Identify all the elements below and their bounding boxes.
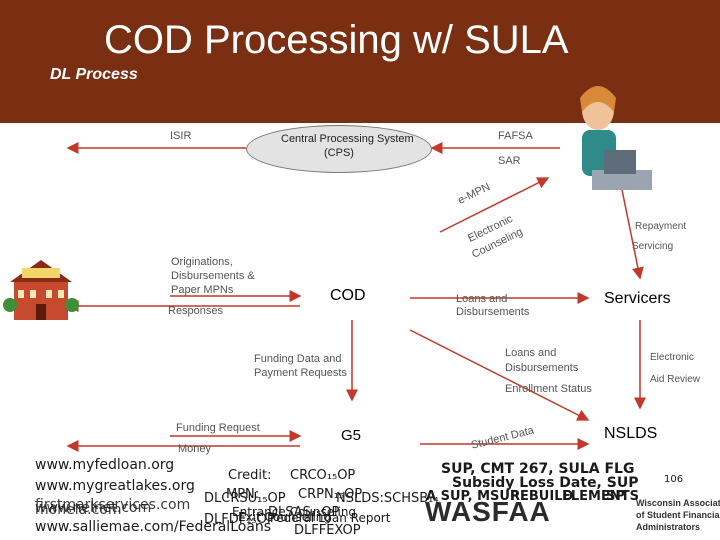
originations-line2: Disbursements &: [171, 270, 255, 282]
wasfaa-tagline-3: Administrators: [636, 522, 701, 532]
exit-counseling: Exit Counseling: [238, 510, 331, 524]
asup-msup: A SUP, MSUP: [426, 489, 520, 504]
page-number: 106: [664, 474, 684, 485]
url-mohela: mohela.com: [35, 502, 122, 518]
originations-line1: Originations,: [171, 256, 233, 268]
cps-label-line1: Central Processing System: [281, 133, 414, 145]
operator-icon: [580, 86, 652, 190]
nslds-sch-file: NSLDS:SCHSB₁₄: [336, 491, 439, 506]
wasfaa-logo: WASFAA: [425, 496, 551, 527]
funding-data-line2: Payment Requests: [254, 367, 347, 379]
servicing-label: Servicing: [632, 241, 674, 252]
cps-ellipse: [246, 125, 432, 173]
funding-request-label: Funding Request: [176, 422, 260, 434]
page-title: COD Processing w/ SULA: [104, 18, 569, 62]
college-icon: [3, 260, 79, 320]
dlcrs-file: DLCRSU₁₅OP: [204, 491, 286, 506]
loans-disbursements2-line2: Disbursements: [505, 362, 579, 374]
sp-label: SP: [606, 489, 625, 504]
fafsa-label: FAFSA: [498, 130, 533, 142]
crco-file: CRCO₁₅OP: [290, 468, 356, 483]
crpn-file: CRPN₁₅OP: [298, 487, 363, 502]
servicers-label: Servicers: [604, 290, 671, 307]
mpn-label: MPN:: [226, 487, 260, 502]
sar-label: SAR: [498, 155, 521, 167]
nslds-label: NSLDS: [604, 425, 658, 442]
url-mygreatlakes: www.mygreatlakes.org: [35, 478, 195, 494]
dlffe-file: DLFFEXOP: [294, 523, 361, 538]
title-bar: COD Processing w/ SULA DL Process: [0, 0, 720, 123]
cps-label-line2: (CPS): [324, 147, 354, 159]
url-nelnet: www.nelnet.com: [35, 500, 152, 516]
arrow-cod-to-nslds: [409, 329, 590, 421]
url-firstmark: firstmarkservices.com: [35, 497, 191, 513]
page-subtitle: DL Process: [50, 66, 138, 83]
loans-disbursements-line1: Loans and: [456, 293, 508, 305]
electronic2-label: Electronic: [650, 352, 694, 363]
responses-label: Responses: [168, 305, 224, 317]
dlsas-file: DLSAS₁₅OP: [268, 505, 340, 520]
credit-label: Credit:: [228, 468, 272, 483]
originations-line3: Paper MPNs: [171, 284, 234, 296]
url-myfedloan: www.myfedloan.org: [35, 457, 175, 473]
sup-line: SUP, CMT 267, SULA FLG: [441, 461, 635, 477]
enrollment-status-label: Enrollment Status: [505, 383, 592, 395]
wasfaa-tagline-1: Wisconsin Association: [636, 498, 720, 508]
rebuild-label: REBUILD: [510, 489, 574, 504]
subsidy-loss-line: Subsidy Loss Date, SUP: [452, 475, 639, 491]
arrow-repayment: [619, 179, 644, 280]
url-salliemae: www.salliemae.com/FederalLoans: [35, 519, 272, 535]
loans-disbursements-line2: Disbursements: [456, 306, 530, 318]
loans-disbursements2-line1: Loans and: [505, 347, 557, 359]
repayment-label: Repayment: [635, 221, 687, 232]
g5-label: G5: [341, 427, 362, 444]
isir-label: ISIR: [170, 130, 192, 142]
wasfaa-tagline-2: of Student Financial Aid: [636, 510, 720, 520]
federal-loan-report: Federal Loan Report: [270, 511, 391, 525]
dlfdf-file: DLFDF₁₅OP: [204, 512, 275, 527]
elements-label: ELEMENTS: [562, 489, 639, 504]
entrance-counseling: Entrance Counseling: [232, 505, 357, 519]
arrow-empn: [439, 177, 550, 233]
money-label: Money: [178, 443, 212, 455]
funding-data-line1: Funding Data and: [254, 353, 342, 365]
aid-review-label: Aid Review: [650, 374, 701, 385]
cod-label: COD: [330, 287, 366, 304]
